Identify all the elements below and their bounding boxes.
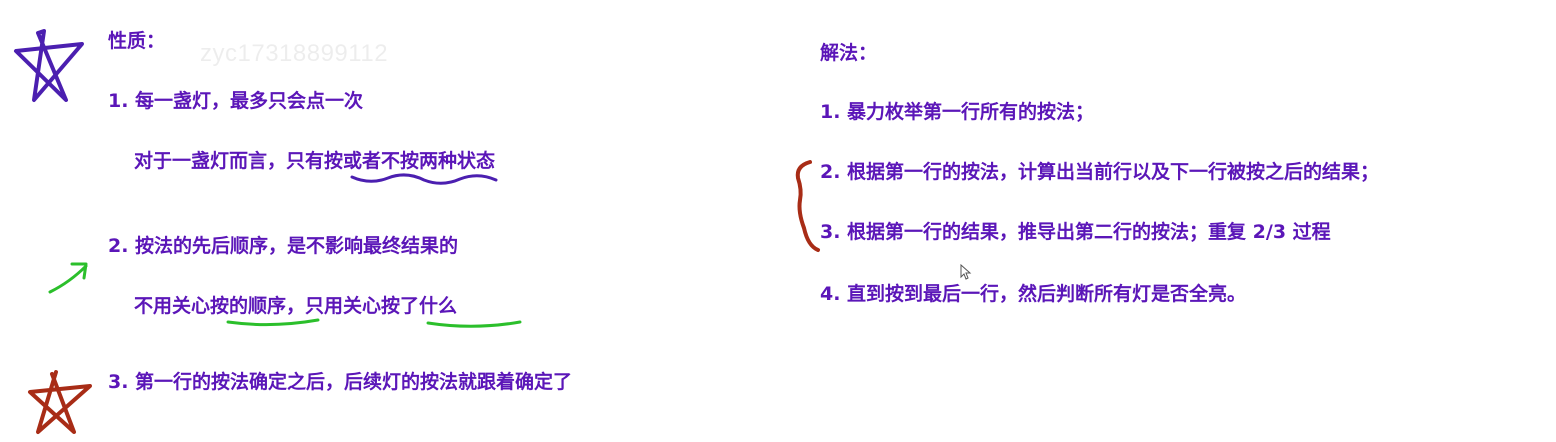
solution-step-2: 2. 根据第一行的按法，计算出当前行以及下一行被按之后的结果；: [820, 161, 1380, 183]
green-arrow-icon: [48, 262, 88, 294]
solution-step-3: 3. 根据第一行的结果，推导出第二行的按法；重复 2/3 过程: [820, 221, 1331, 243]
green-underline-what: [426, 320, 522, 328]
solution-step-1: 1. 暴力枚举第一行所有的按法；: [820, 101, 1095, 123]
green-underline-order: [226, 318, 320, 327]
property-3-title: 3. 第一行的按法确定之后，后续灯的按法就跟着确定了: [108, 371, 573, 393]
cursor-icon: [960, 264, 972, 280]
solution-heading: 解法：: [820, 42, 878, 64]
solution-step-4: 4. 直到按到最后一行，然后判断所有灯是否全亮。: [820, 283, 1247, 305]
red-brace-icon: [795, 160, 820, 252]
red-star-icon: [28, 370, 92, 434]
property-2-detail: 不用关心按的顺序，只用关心按了什么: [134, 295, 458, 317]
watermark: zyc17318899112: [200, 40, 389, 67]
properties-heading: 性质：: [108, 30, 166, 52]
purple-star-icon: [14, 29, 84, 102]
property-1-title: 1. 每一盏灯，最多只会点一次: [108, 90, 364, 112]
property-2-title: 2. 按法的先后顺序，是不影响最终结果的: [108, 235, 459, 257]
purple-wavy-underline: [350, 173, 498, 185]
property-1-detail: 对于一盏灯而言，只有按或者不按两种状态: [134, 150, 496, 172]
